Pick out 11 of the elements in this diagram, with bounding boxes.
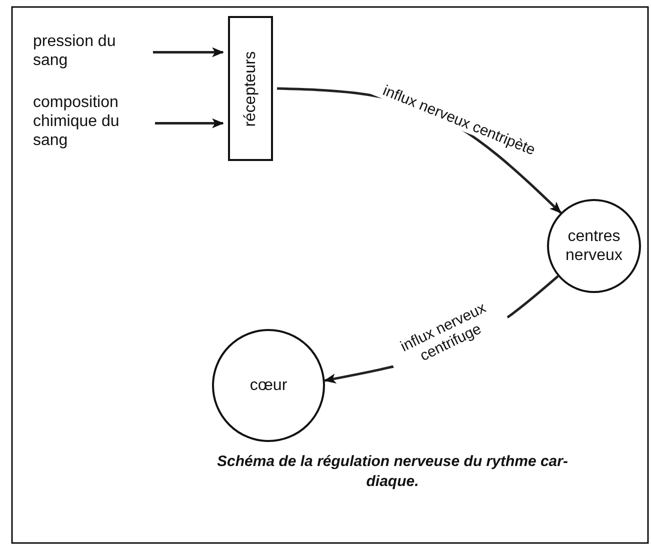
arrow (153, 47, 224, 58)
input-label: pression du sang (33, 32, 117, 70)
node-label: centres nerveux (564, 227, 624, 265)
node-label: récepteurs (242, 50, 260, 126)
input-label: composition chimique du sang (33, 93, 120, 150)
circle-node (212, 329, 325, 442)
caption: Schéma de la régulation nerveuse du rythme car- diaque. (216, 452, 569, 492)
circle-node (547, 199, 641, 293)
receptor-box (228, 16, 273, 161)
node-label: cœur (250, 376, 288, 395)
arrow (155, 118, 224, 128)
